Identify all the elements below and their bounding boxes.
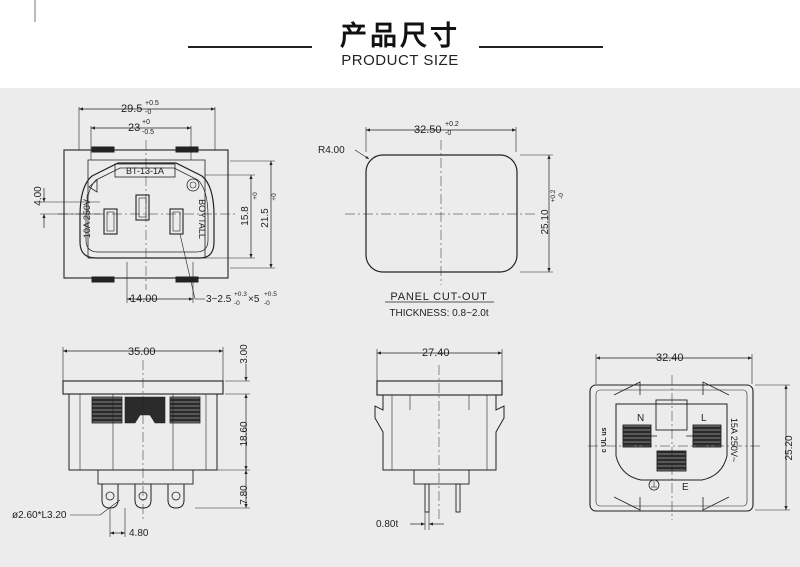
front-width-inner-tol-upper: +0 <box>142 119 150 126</box>
front-slot-tol-a-lower: -0 <box>234 300 240 307</box>
front-slot-tol-b-upper: +0.5 <box>264 291 277 298</box>
side-top-height-label: 3.00 <box>239 344 250 364</box>
front-view <box>40 107 275 303</box>
side-view-text: 35.00 3.00 18.60 7.80 ø2.60*L3.20 4.80 <box>12 344 250 539</box>
cutout-height-tol-upper: +0.2 <box>550 189 557 202</box>
page-title: 产品尺寸 <box>340 21 460 52</box>
side-view <box>62 347 250 537</box>
rear-label-e: E <box>682 482 689 493</box>
rear-rating-label: 15A 250V~ <box>729 418 739 462</box>
front-slot-size-mid: ×5 <box>248 294 260 305</box>
panel-cutout-text: R4.00 32.50 +0.2 -0 25.10 +0.2 -0 PANEL … <box>318 121 565 319</box>
cutout-width-tol-lower: -0 <box>445 130 451 137</box>
end-width-label: 27.40 <box>422 347 450 359</box>
front-width-inner-tol-lower: -0.5 <box>142 129 154 136</box>
side-terminal-height-label: 7.80 <box>239 485 250 505</box>
rear-ul-mark: c UL us <box>601 427 608 452</box>
front-slot-tol-a-upper: +0.3 <box>234 291 247 298</box>
dimension-drawing: 29.5 +0.5 -0 23 +0 -0.5 4.00 15.8 +0 21.… <box>12 100 795 539</box>
front-height-overall-label: 21.5 <box>260 208 271 228</box>
front-height-left-label: 4.00 <box>33 186 44 206</box>
side-pin-pitch-label: 4.80 <box>129 528 149 539</box>
side-pin-spec-label: ø2.60*L3.20 <box>12 510 67 521</box>
rear-width-label: 32.40 <box>656 352 684 364</box>
cutout-thickness: THICKNESS: 0.8~2.0t <box>389 308 488 319</box>
end-view <box>374 349 505 530</box>
rear-height-label: 25.20 <box>784 435 795 460</box>
end-view-text: 27.40 0.80t <box>376 347 450 530</box>
side-body-height-label: 18.60 <box>239 421 250 446</box>
front-width-overall-tol-upper: +0.5 <box>145 100 159 107</box>
edge-mark <box>34 0 36 22</box>
rear-label-n: N <box>637 413 644 424</box>
cutout-width-tol-upper: +0.2 <box>445 121 459 128</box>
header: 产品尺寸 PRODUCT SIZE <box>0 0 800 88</box>
cutout-width-label: 32.50 <box>414 124 442 136</box>
front-height-inner-label: 15.8 <box>240 206 251 226</box>
front-brand-label: BOYTALL <box>197 199 207 239</box>
front-width-overall-label: 29.5 <box>121 103 142 115</box>
cutout-height-tol-lower: -0 <box>558 193 565 199</box>
front-view-text: 29.5 +0.5 -0 23 +0 -0.5 4.00 15.8 +0 21.… <box>33 100 278 307</box>
front-slot-size-label: 3−2.5 <box>206 294 232 305</box>
rear-label-l: L <box>701 413 707 424</box>
cutout-radius-label: R4.00 <box>318 145 345 156</box>
front-height-inner-tol: +0 <box>252 192 259 200</box>
front-height-overall-tol: +0 <box>271 193 278 201</box>
front-model-label: BT-13-1A <box>126 166 164 176</box>
front-rating-label: 10A 250V~ <box>82 194 92 238</box>
page-subtitle: PRODUCT SIZE <box>341 52 459 69</box>
rear-view <box>588 354 790 520</box>
title-rule-left <box>188 46 312 48</box>
front-bottom-width-label: 14.00 <box>130 293 158 305</box>
front-slot-tol-b-lower: -0 <box>264 300 270 307</box>
title-rule-right <box>479 46 603 48</box>
end-thickness-label: 0.80t <box>376 519 398 530</box>
cutout-height-label: 25.10 <box>540 209 551 234</box>
side-width-label: 35.00 <box>128 346 156 358</box>
panel-cutout-view <box>345 127 553 303</box>
cutout-title: PANEL CUT-OUT <box>390 291 487 303</box>
rear-view-text: 32.40 25.20 N L E 15A 250V~ c UL us <box>601 352 795 493</box>
front-width-inner-label: 23 <box>128 122 140 134</box>
front-width-overall-tol-lower: -0 <box>145 109 151 116</box>
